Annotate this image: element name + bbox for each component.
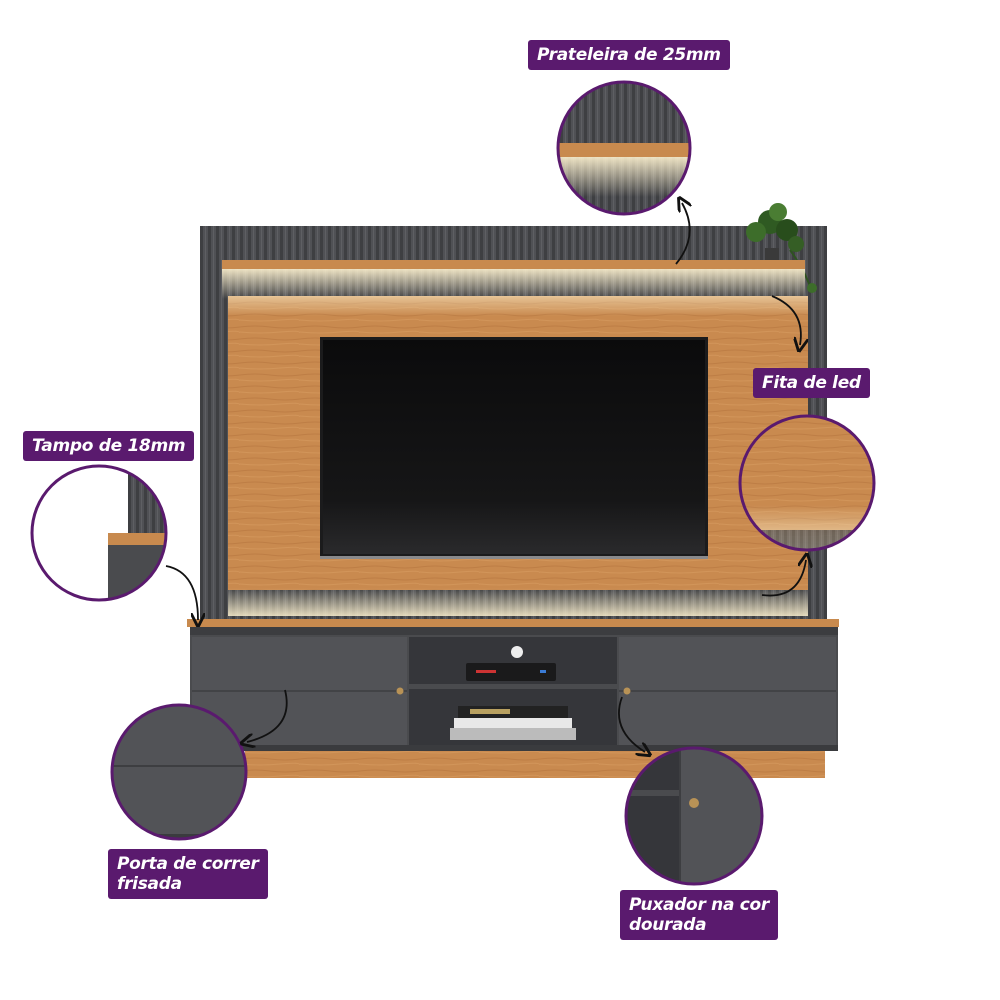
label-porta: Porta de correr frisada	[108, 849, 268, 899]
receiver-icon	[466, 663, 556, 681]
label-prateleira: Prateleira de 25mm	[528, 40, 730, 70]
top-shelf	[222, 260, 805, 269]
zoom-led	[738, 414, 876, 552]
zoom-door	[110, 703, 248, 841]
label-fita-led: Fita de led	[753, 368, 870, 398]
zoom-countertop	[30, 464, 168, 602]
label-tampo: Tampo de 18mm	[23, 431, 195, 461]
books-icon	[450, 706, 576, 740]
countertop	[187, 619, 839, 627]
label-puxador: Puxador na cor dourada	[620, 890, 778, 940]
zoom-shelf	[556, 80, 692, 216]
tv-screen-icon	[320, 337, 708, 559]
zoom-handle	[624, 746, 764, 886]
arrow-icon	[165, 203, 806, 752]
right-sliding-door	[619, 637, 836, 745]
